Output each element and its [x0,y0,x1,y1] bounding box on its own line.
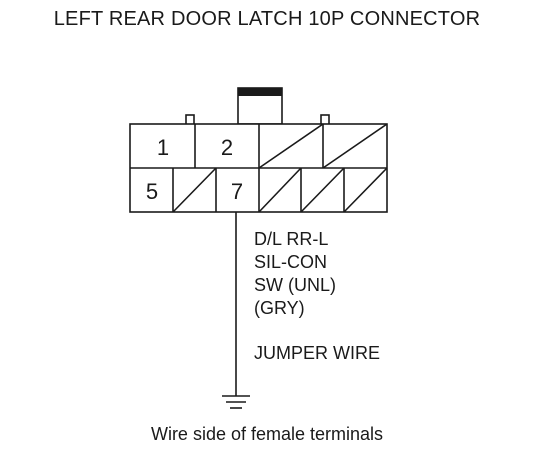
diagram-caption: Wire side of female terminals [150,424,384,444]
signal-line-4: (GRY) [254,298,305,318]
top-cell-3-blank [258,123,324,169]
bottom-cell-6-blank [343,167,388,213]
terminal-5-label: 5 [146,179,158,204]
terminal-7-label: 7 [231,179,243,204]
bottom-cell-2-blank [172,167,217,213]
connector-lock-tab-cap [238,88,282,96]
terminal-1-label: 1 [157,135,169,160]
signal-line-2: SIL-CON [254,252,328,272]
signal-line-3: SW (UNL) [254,275,336,295]
top-cell-4-blank [322,123,388,169]
bottom-cell-4-blank [258,167,302,213]
wire-signal-name: D/L RR-L SIL-CON SW (UNL) (GRY) [254,228,336,320]
terminal-2-label: 2 [221,135,233,160]
jumper-wire-label: JUMPER WIRE [254,343,380,363]
diagram-title: LEFT REAR DOOR LATCH 10P CONNECTOR [53,8,481,30]
signal-line-1: D/L RR-L [254,229,329,249]
bottom-cell-5-blank [300,167,345,213]
